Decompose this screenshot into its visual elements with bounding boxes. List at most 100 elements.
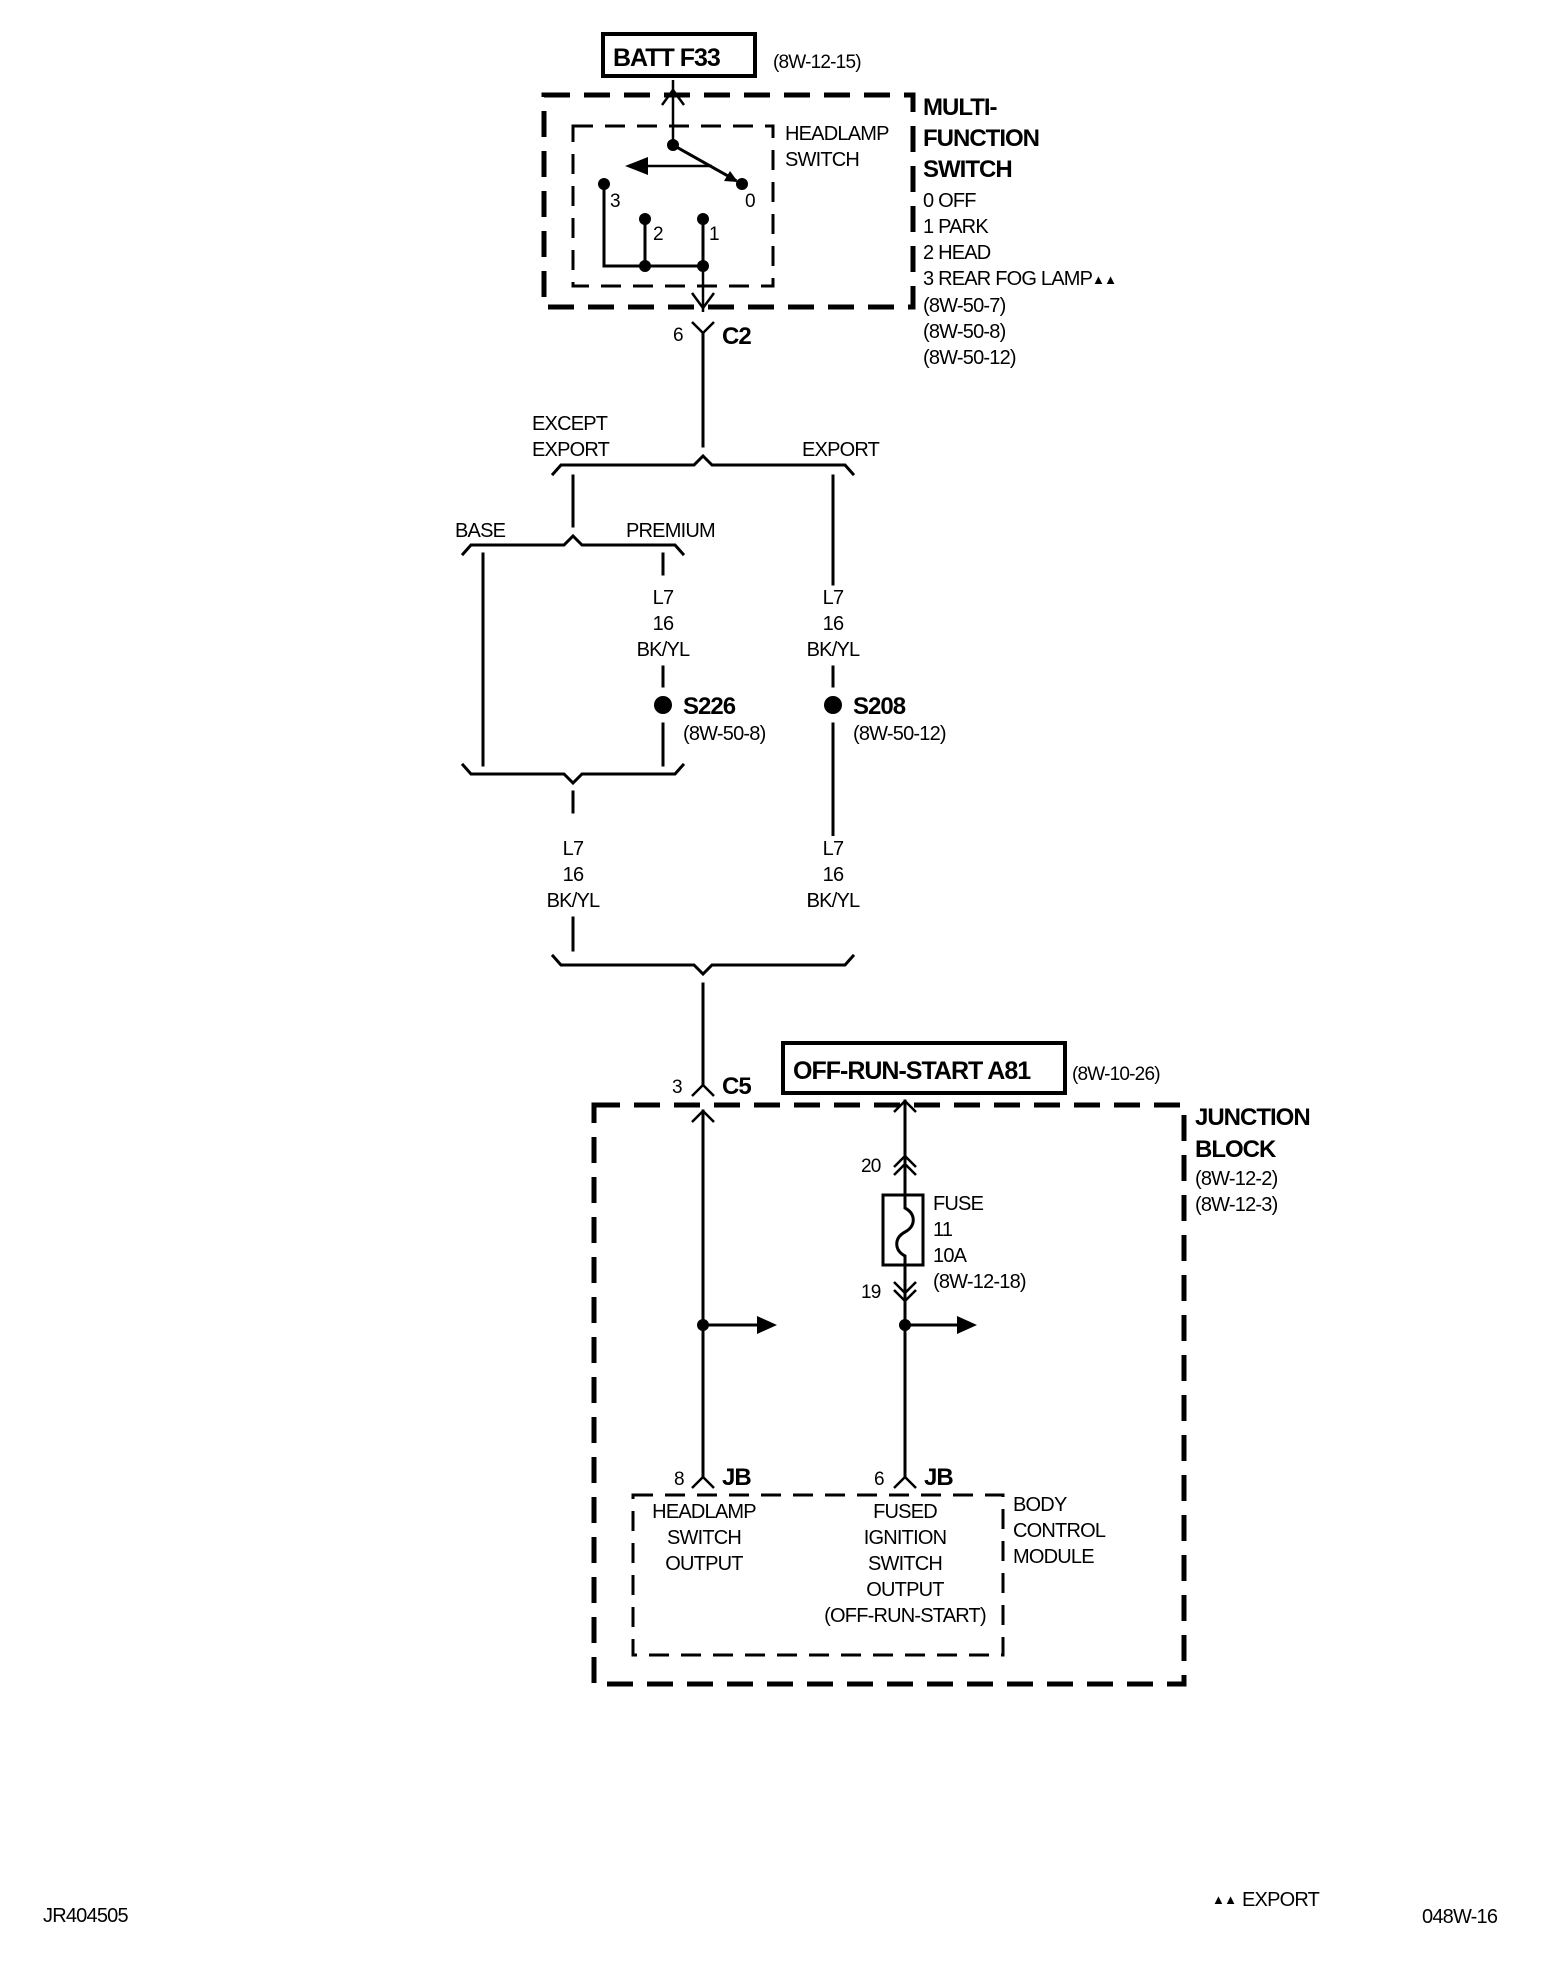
branch-base: BASE — [455, 520, 506, 542]
bcm-right-input-1: FUSED — [873, 1501, 937, 1523]
c2-chevron-icon — [691, 321, 715, 335]
connector-c5: 3 C5 — [672, 1073, 752, 1100]
merge-bottom — [550, 953, 856, 1087]
jb-ref-2: (8W-12-3) — [1195, 1194, 1278, 1216]
junction-block: JUNCTION BLOCK (8W-12-2) (8W-12-3) 20 FU… — [591, 1099, 1311, 1687]
connector-arrow-up-icon — [660, 87, 686, 106]
connector-c2: 6 C2 — [673, 321, 752, 448]
legend-export: EXPORT — [1242, 1889, 1320, 1911]
continues-arrow-icon — [757, 1316, 777, 1334]
mfs-outline — [541, 92, 916, 310]
mfs-position-0: 0 OFF — [923, 190, 976, 212]
body-control-module: BODY CONTROL MODULE HEADLAMP SWITCH OUTP… — [631, 1493, 1107, 1657]
connector-arrow-down-icon — [690, 292, 716, 311]
off-run-start-box — [781, 1041, 1067, 1095]
export-color: BK/YL — [807, 639, 860, 661]
lower-left-circuit: L7 — [563, 838, 584, 860]
contact-3-label: 3 — [610, 191, 620, 212]
fuse-label-3: 10A — [933, 1245, 968, 1267]
fuse-element-icon — [895, 1193, 915, 1267]
c5-pin: 3 — [672, 1077, 682, 1098]
merge-bottom-bracket — [550, 953, 856, 977]
branch-mid-bracket — [460, 533, 686, 557]
branch-except-export-2: EXPORT — [532, 439, 610, 461]
mfs-ref-3: (8W-50-12) — [923, 347, 1016, 369]
splice-s226 — [654, 696, 672, 714]
fuse-label-2: 11 — [933, 1219, 953, 1241]
bcm-title-1: BODY — [1013, 1494, 1067, 1516]
fuse-pin-in: 20 — [861, 1156, 881, 1177]
switch-arm — [670, 142, 738, 183]
batt-f33-box — [601, 32, 757, 78]
mfs-title-2: FUNCTION — [923, 125, 1039, 152]
wire-premium: L7 16 BK/YL S226 (8W-50-8) — [637, 587, 766, 767]
premium-color: BK/YL — [637, 639, 690, 661]
batt-f33-source: BATT F33 (8W-12-15) — [601, 32, 862, 78]
fuse-pin-19-chevron-icon — [893, 1281, 917, 1295]
bcm-outline — [631, 1493, 1005, 1657]
c2-name: C2 — [722, 323, 751, 350]
export-circuit: L7 — [823, 587, 844, 609]
branch-top: EXCEPT EXPORT EXPORT — [532, 413, 880, 586]
multi-function-switch: HEADLAMP SWITCH 0 3 2 1 MULTI- FUNCTION … — [541, 80, 1117, 369]
branch-premium: PREMIUM — [626, 520, 715, 542]
lower-right-circuit-overlay: L7 — [823, 838, 844, 860]
jb-pin-8-chevron-icon — [691, 1475, 715, 1489]
batt-f33-ref: (8W-12-15) — [773, 52, 861, 73]
ignition-source: OFF-RUN-START A81 (8W-10-26) — [781, 1041, 1161, 1095]
bcm-title-2: CONTROL — [1013, 1520, 1106, 1542]
bcm-right-input-3: SWITCH — [868, 1553, 942, 1575]
continues-arrow-right-icon — [957, 1316, 977, 1334]
fuse-pin-20-chevron-icon — [893, 1154, 917, 1168]
fuse-label-4: (8W-12-18) — [933, 1271, 1026, 1293]
contact-1-label: 1 — [709, 224, 719, 245]
jb-left-pin: 8 — [674, 1469, 684, 1490]
figure-id: JR404505 — [43, 1905, 128, 1927]
splice-s226-name: S226 — [683, 693, 736, 720]
c5-chevron-icon — [691, 1083, 715, 1097]
bcm-left-input-2: SWITCH — [667, 1527, 741, 1549]
off-run-start-label: OFF-RUN-START A81 — [793, 1057, 1031, 1085]
splice-s226-ref: (8W-50-8) — [683, 723, 766, 745]
contact-3-bus — [602, 182, 705, 268]
bus-junction-2 — [639, 260, 651, 272]
mfs-title-1: MULTI- — [923, 94, 998, 121]
mfs-title-3: SWITCH — [923, 156, 1012, 183]
jb-pin-6-chevron-icon — [893, 1475, 917, 1489]
bcm-left-input-3: OUTPUT — [665, 1553, 743, 1575]
fuse-pin-out: 19 — [861, 1282, 881, 1303]
contact-0 — [736, 178, 748, 190]
merge-mid-bracket — [460, 762, 686, 786]
jb-title-2: BLOCK — [1195, 1136, 1277, 1163]
switch-arm-arrowhead-icon — [724, 171, 738, 182]
merge-mid: L7 16 BK/YL L7 16 BK/YL — [460, 762, 861, 952]
fuse-pin-19-chevron2-icon — [893, 1289, 917, 1303]
off-run-start-ref: (8W-10-26) — [1072, 1064, 1160, 1085]
bcm-left-input-1: HEADLAMP — [652, 1501, 756, 1523]
lower-right-gauge-overlay: 16 — [823, 864, 844, 886]
jb-left-name: JB — [722, 1464, 751, 1491]
bcm-right-input-4: OUTPUT — [866, 1579, 944, 1601]
export-marker-icon: ▲▲ — [1092, 272, 1116, 287]
footer: JR404505 ▲▲ EXPORT 048W-16 — [43, 1889, 1499, 1928]
mfs-ref-1: (8W-50-7) — [923, 295, 1006, 317]
jb-title-1: JUNCTION — [1195, 1104, 1310, 1131]
jb-right-pin: 6 — [874, 1469, 884, 1490]
switch-travel-arrow-icon — [625, 157, 648, 175]
headlamp-switch-label-2: SWITCH — [785, 149, 859, 171]
lower-right-color-overlay: BK/YL — [807, 890, 860, 912]
legend-marker-icon: ▲▲ — [1212, 1892, 1236, 1907]
jb-right-name: JB — [924, 1464, 953, 1491]
batt-f33-label: BATT F33 — [613, 44, 720, 72]
contact-0-label: 0 — [745, 191, 755, 212]
premium-gauge: 16 — [653, 613, 674, 635]
mfs-ref-2: (8W-50-8) — [923, 321, 1006, 343]
headlamp-switch-label-1: HEADLAMP — [785, 123, 889, 145]
page-number: 048W-16 — [1422, 1906, 1498, 1928]
branch-except-export-1: EXCEPT — [532, 413, 608, 435]
splice-s208 — [824, 696, 842, 714]
mfs-position-3: 3 REAR FOG LAMP — [923, 268, 1093, 290]
lower-left-color: BK/YL — [547, 890, 600, 912]
splice-s208-name: S208 — [853, 693, 906, 720]
fuse-label-1: FUSE — [933, 1193, 984, 1215]
